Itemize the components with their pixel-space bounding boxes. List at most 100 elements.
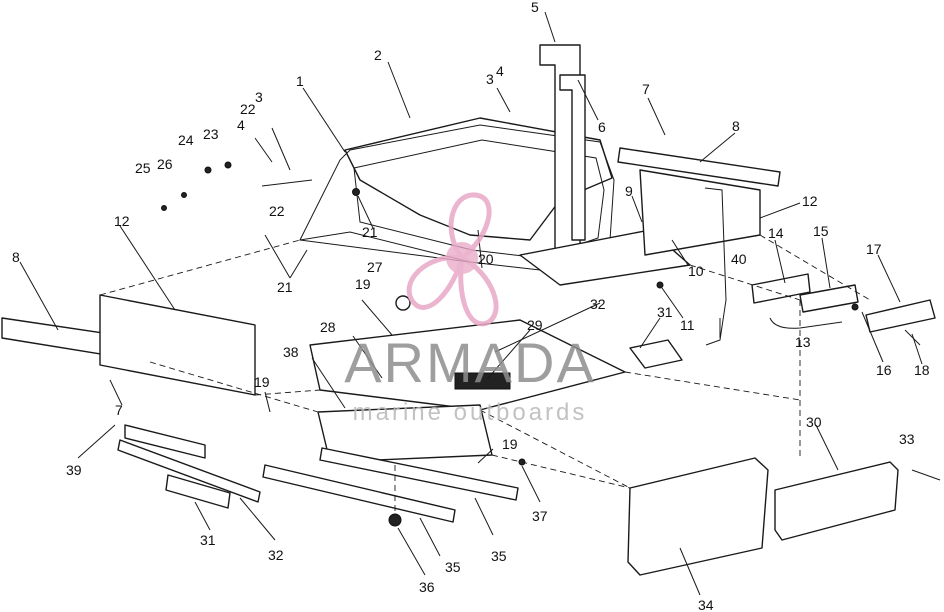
fastener-16 [851, 303, 859, 311]
watermark-subtitle: marine outboards [353, 399, 588, 426]
callout-40: 40 [731, 251, 747, 267]
grommet-27 [395, 295, 411, 311]
callout-25: 25 [135, 160, 151, 176]
callout-3: 3 [255, 89, 263, 105]
callout-19c: 19 [502, 436, 518, 452]
side-panel-left [99, 294, 256, 396]
callout-1: 1 [296, 73, 304, 89]
callout-37: 37 [532, 508, 548, 524]
fastener-11 [656, 281, 664, 289]
callout-16: 16 [876, 362, 892, 378]
callout-32b: 32 [268, 547, 284, 563]
fastener-21 [352, 188, 360, 196]
callout-7: 7 [642, 81, 650, 97]
bolt-18 [904, 329, 921, 346]
callout-3b: 3 [486, 71, 494, 87]
callout-10: 10 [688, 263, 704, 279]
watermark-brand: ARMADA [344, 331, 596, 394]
callout-20: 20 [478, 251, 494, 267]
propeller-blade-left [406, 254, 466, 310]
callout-27: 27 [367, 259, 383, 275]
callout-11: 11 [680, 317, 695, 333]
rail-35-right [319, 447, 519, 501]
callout-32: 32 [590, 296, 606, 312]
propeller-blade-right [458, 254, 499, 327]
callout-35: 35 [491, 548, 507, 564]
bracket-13 [769, 317, 843, 329]
callout-34: 34 [698, 597, 714, 612]
rod-4 [254, 137, 273, 163]
callout-33: 33 [899, 431, 915, 447]
hood-cover [344, 117, 613, 241]
fastener-23 [224, 161, 232, 169]
leader-lines [19, 11, 923, 596]
pad-34 [627, 457, 769, 576]
callout-19b: 19 [254, 374, 270, 390]
callout-38: 38 [283, 344, 299, 360]
callout-labels: 1 2 3 3 4 4 5 6 7 7 8 8 9 10 11 12 12 13… [12, 0, 930, 612]
guide-lines [99, 234, 871, 515]
callout-26: 26 [157, 156, 173, 172]
callout-9: 9 [625, 183, 633, 199]
rail-32-lower [117, 439, 261, 503]
propeller-hub [446, 242, 478, 274]
callout-35b: 35 [445, 559, 461, 575]
rail-39 [124, 424, 206, 459]
callout-14: 14 [768, 225, 784, 241]
rail-31-lower [165, 474, 231, 509]
fastener-25 [161, 205, 167, 211]
exploded-view [1, 11, 941, 596]
propeller-blade-top [448, 192, 492, 262]
hinge-plate-14 [751, 273, 811, 304]
callout-31b: 31 [200, 532, 216, 548]
callout-24: 24 [178, 132, 194, 148]
callout-21: 21 [362, 224, 378, 240]
callout-28: 28 [320, 319, 336, 335]
fastener-24 [204, 166, 212, 174]
rail-35-left [262, 464, 456, 523]
callout-18: 18 [914, 362, 930, 378]
hinge-plate-17 [865, 299, 936, 333]
callout-5: 5 [531, 0, 539, 15]
callout-39: 39 [66, 462, 82, 478]
callout-23: 23 [203, 126, 219, 142]
callout-8b: 8 [12, 249, 20, 265]
callout-6: 6 [598, 119, 606, 135]
bracket-lower [559, 74, 586, 241]
callout-30: 30 [806, 414, 822, 430]
callout-31: 31 [657, 304, 673, 320]
watermark: ARMADA marine outboards [344, 192, 596, 426]
callout-36: 36 [419, 579, 435, 595]
callout-13: 13 [795, 334, 811, 350]
hood-frame [299, 124, 615, 271]
callout-4: 4 [496, 63, 504, 79]
side-panel-right [639, 169, 761, 256]
callout-17: 17 [866, 241, 882, 257]
pad-30 [774, 461, 899, 541]
callout-7b: 7 [115, 402, 123, 418]
callout-2: 2 [374, 47, 382, 63]
callout-22b: 22 [269, 203, 285, 219]
callout-12: 12 [802, 193, 818, 209]
callout-4b: 4 [237, 117, 245, 133]
bolt-33 [911, 469, 941, 481]
hinge-plate-15 [799, 284, 859, 313]
rod-22 [261, 179, 313, 187]
floor-vent [454, 372, 511, 390]
hood-frame-inner [353, 139, 605, 259]
callout-19: 19 [355, 276, 371, 292]
callout-12b: 12 [114, 213, 130, 229]
callout-15: 15 [813, 223, 829, 239]
callout-21b: 21 [277, 279, 293, 295]
callout-8: 8 [732, 118, 740, 134]
rod-3-22 [271, 127, 291, 171]
tray-right [629, 339, 683, 369]
side-rail-right [617, 147, 781, 187]
propeller-logo [406, 192, 499, 327]
fastener-26 [181, 192, 187, 198]
callout-22: 22 [240, 101, 256, 117]
callout-29: 29 [527, 317, 543, 333]
wire-40 [704, 187, 727, 346]
grommet-36 [388, 513, 402, 527]
